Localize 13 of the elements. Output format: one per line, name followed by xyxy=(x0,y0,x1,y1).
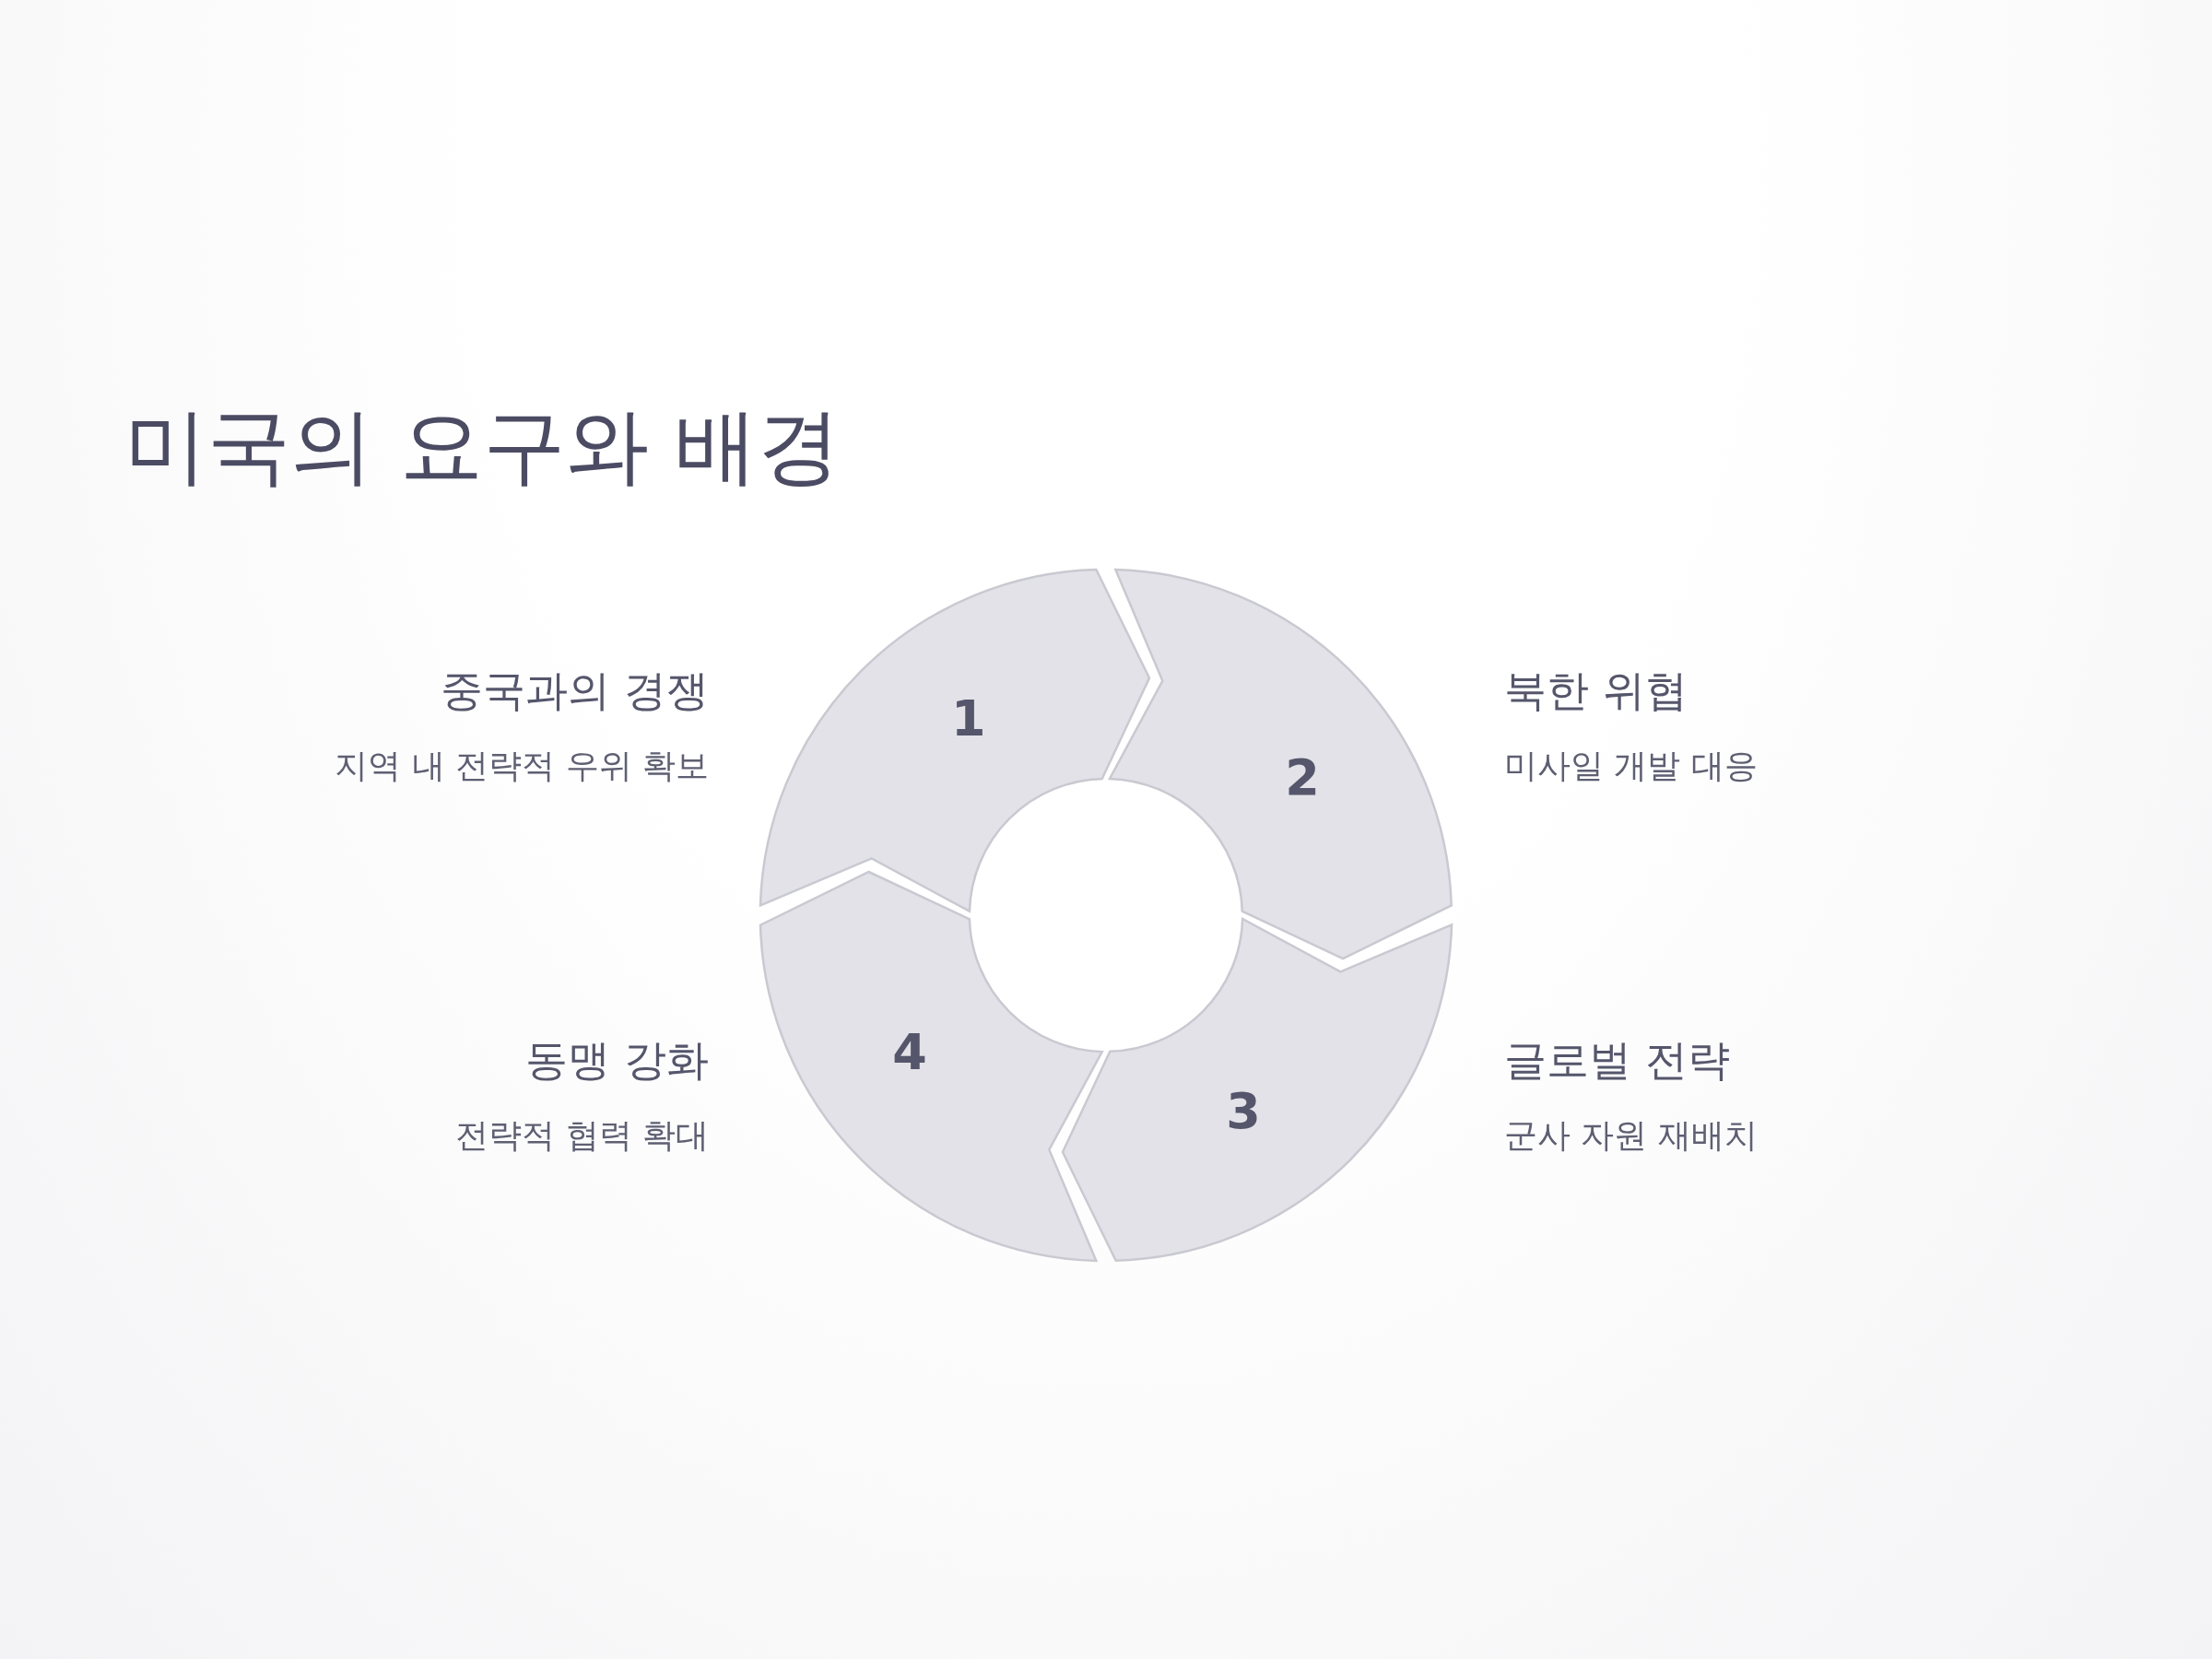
step-number: 4 xyxy=(892,1028,927,1078)
item-heading: 중국과의 경쟁 xyxy=(441,665,709,717)
step-number: 2 xyxy=(1285,752,1320,803)
item-description: 군사 자원 재배치 xyxy=(1504,1115,1758,1156)
item-heading: 북한 위협 xyxy=(1504,665,1688,717)
step-number: 1 xyxy=(951,694,986,744)
slide-title: 미국의 요구와 배경 xyxy=(124,396,841,496)
item-heading: 글로벌 전략 xyxy=(1504,1035,1730,1087)
item-description: 전략적 협력 확대 xyxy=(455,1115,709,1156)
item-description: 지역 내 전략적 우위 확보 xyxy=(335,746,709,786)
item-description: 미사일 개발 대응 xyxy=(1504,746,1758,786)
step-number: 3 xyxy=(1226,1086,1261,1136)
item-heading: 동맹 강화 xyxy=(525,1035,709,1087)
